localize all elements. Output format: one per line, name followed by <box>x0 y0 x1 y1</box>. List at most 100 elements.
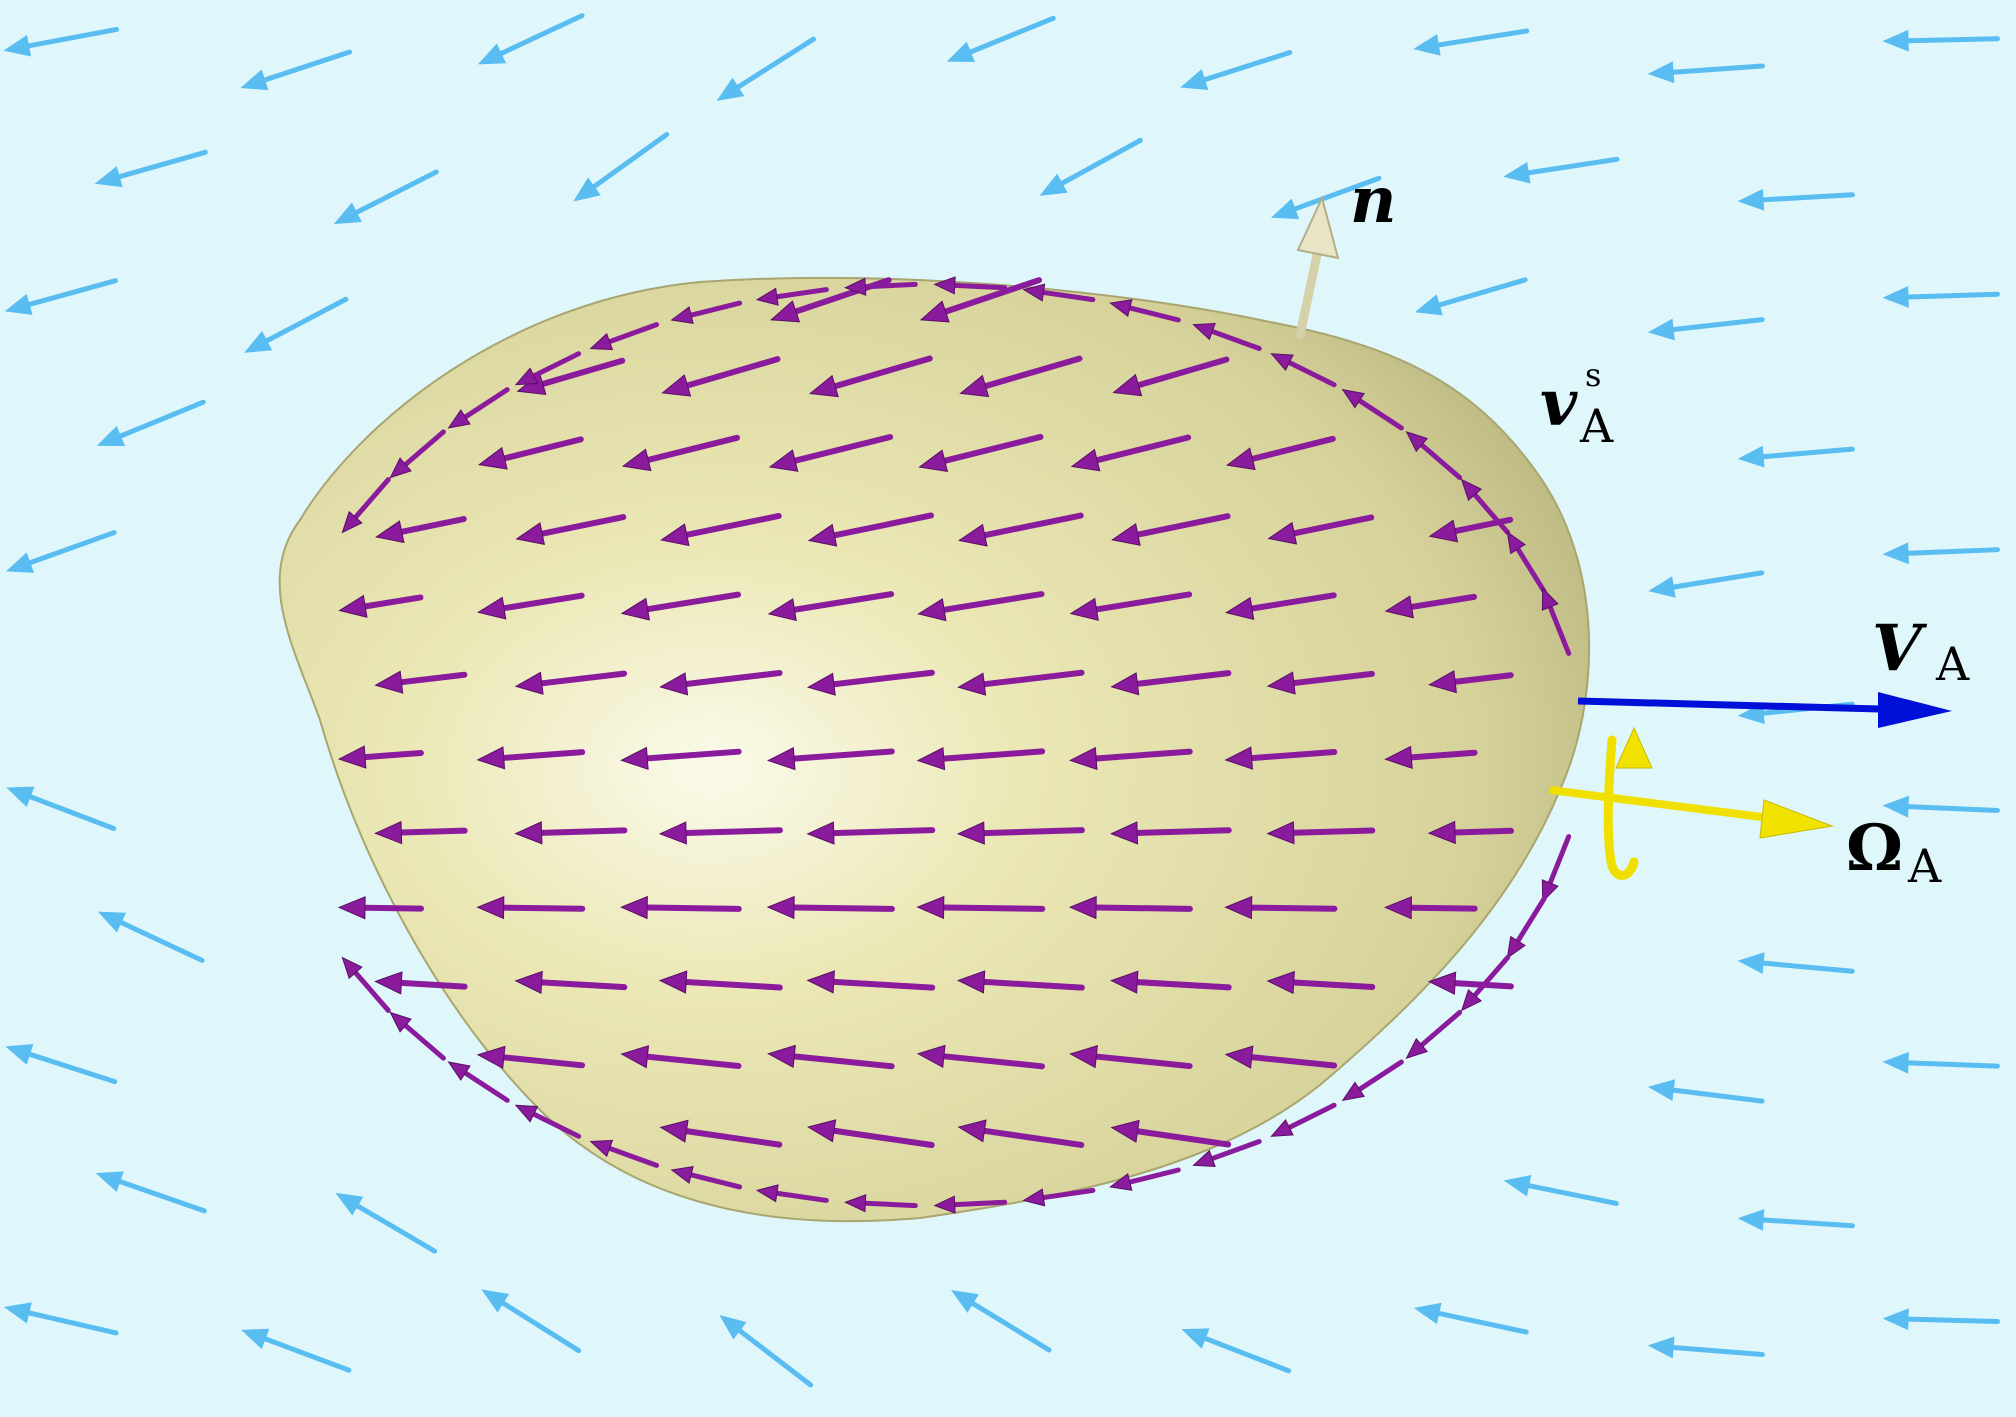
surface-arrow-icon <box>514 1104 582 1139</box>
surface-arrow-icon <box>1224 1045 1338 1069</box>
flow-arrow-icon <box>1647 317 1765 341</box>
surface-arrow-icon <box>589 1139 660 1168</box>
surface-velocity-label-sub: A <box>1579 399 1614 453</box>
surface-arrow-icon <box>1111 513 1231 546</box>
surface-arrow-icon <box>514 821 628 845</box>
velocity-label: V <box>1872 611 1928 686</box>
flow-arrow-icon <box>3 1302 119 1336</box>
surface-arrow-icon <box>1460 955 1511 1012</box>
surface-arrow-icon <box>768 434 894 472</box>
surface-arrow-icon <box>1270 1102 1337 1137</box>
surface-arrow-icon <box>1109 299 1181 323</box>
flow-arrow-icon <box>1737 188 1855 211</box>
surface-arrow-icon <box>1224 895 1338 920</box>
surface-arrow-icon <box>1266 970 1376 995</box>
flow-arrow-icon <box>1737 952 1855 975</box>
flow-arrow-icon <box>241 1328 352 1373</box>
flow-arrow-icon <box>946 15 1056 62</box>
surface-arrow-icon <box>1224 746 1338 770</box>
flow-arrow-icon <box>716 36 816 101</box>
flow-arrow-icon <box>1647 1336 1765 1359</box>
flow-arrow-icon <box>244 296 349 353</box>
surface-arrow-icon <box>1109 821 1232 845</box>
surface-arrow-icon <box>621 434 741 472</box>
surface-arrow-icon <box>515 514 627 546</box>
surface-arrow-icon <box>658 970 783 994</box>
surface-arrow-icon <box>1541 587 1572 656</box>
surface-arrow-icon <box>1110 970 1232 994</box>
surface-arrow-icon <box>661 356 781 397</box>
surface-arrow-icon <box>1192 1138 1262 1167</box>
surface-arrow-icon <box>374 820 468 845</box>
surface-arrow-icon <box>1022 1187 1096 1207</box>
angular-velocity-arrow <box>1549 726 1834 880</box>
surface-arrow-icon <box>1192 323 1262 352</box>
surface-arrow-icon <box>957 1119 1085 1148</box>
surface-arrow-icon <box>338 594 424 618</box>
flow-arrow-icon <box>3 26 120 57</box>
flow-arrow-icon <box>1503 156 1620 184</box>
surface-arrow-icon <box>807 1119 935 1148</box>
surface-arrow-icon <box>1270 353 1337 388</box>
surface-arrow-icon <box>755 287 829 306</box>
surface-arrow-icon <box>1384 896 1478 920</box>
surface-arrow-icon <box>959 355 1083 398</box>
surface-arrow-icon <box>477 436 584 470</box>
surface-arrow-icon <box>670 1166 743 1190</box>
flow-arrow-icon <box>1503 1175 1619 1206</box>
surface-arrow-icon <box>341 956 391 1013</box>
flow-arrow-icon <box>1413 28 1530 56</box>
flow-arrow-icon <box>1882 1308 2000 1331</box>
surface-arrow-icon <box>1460 478 1511 535</box>
surface-arrow-icon <box>933 276 1008 295</box>
velocity-label-sub: A <box>1935 637 1970 691</box>
flow-arrow-icon <box>4 278 118 315</box>
surface-arrow-icon <box>806 669 935 696</box>
flow-arrow-icon <box>333 169 439 225</box>
flow-arrow-icon <box>1413 1302 1529 1335</box>
surface-arrow-icon <box>374 670 468 694</box>
surface-arrow-icon <box>658 821 783 845</box>
surface-arrow-icon <box>1405 431 1463 481</box>
surface-arrow-icon <box>337 745 424 769</box>
surface-arrow-icon <box>389 429 446 479</box>
surface-arrow-icon <box>767 1044 895 1070</box>
surface-arrow-icon <box>1069 1045 1193 1070</box>
surface-arrow-icon <box>933 1195 1008 1214</box>
surface-arrow-icon <box>659 1119 783 1148</box>
flow-arrow-icon <box>1882 29 2000 52</box>
surface-arrow-icon <box>767 591 895 622</box>
velocity-vector-arrow <box>1577 692 1952 728</box>
surface-arrow-icon <box>957 669 1085 696</box>
surface-arrow-icon <box>620 591 742 621</box>
surface-arrow-icon <box>447 1061 510 1103</box>
surface-arrow-icon <box>659 670 783 696</box>
surface-arrow-icon <box>844 277 918 296</box>
surface-arrow-icon <box>341 477 391 534</box>
surface-arrow-icon <box>917 591 1045 622</box>
surface-arrow-icon <box>1112 356 1230 397</box>
surface-arrow-icon <box>1405 1009 1463 1059</box>
rotation-arrow-icon <box>1603 735 1639 880</box>
flow-arrow-icon <box>573 132 670 202</box>
surface-arrow-icon <box>1109 1167 1181 1191</box>
normal-label: n <box>1350 163 1397 238</box>
surface-arrow-icon <box>476 895 586 920</box>
flow-arrow-icon <box>6 786 117 831</box>
flow-arrow-icon <box>1647 1079 1765 1104</box>
surface-arrow-icon <box>514 970 628 995</box>
flow-arrow-icon <box>97 911 205 963</box>
surface-arrow-icon <box>1384 593 1478 619</box>
flow-arrow-icon <box>477 13 585 65</box>
flow-arrow-icon <box>950 1290 1052 1353</box>
surface-arrow-icon <box>514 351 582 386</box>
surface-arrow-icon <box>1068 746 1193 771</box>
surface-arrow-icon <box>620 746 742 771</box>
surface-arrow-icon <box>1069 591 1193 621</box>
surface-arrow-icon <box>589 322 660 351</box>
surface-arrow-icon <box>374 516 467 544</box>
surface-arrow-icon <box>1506 896 1547 960</box>
flow-arrow-icon <box>96 399 206 447</box>
surface-arrow-icon <box>477 592 585 620</box>
